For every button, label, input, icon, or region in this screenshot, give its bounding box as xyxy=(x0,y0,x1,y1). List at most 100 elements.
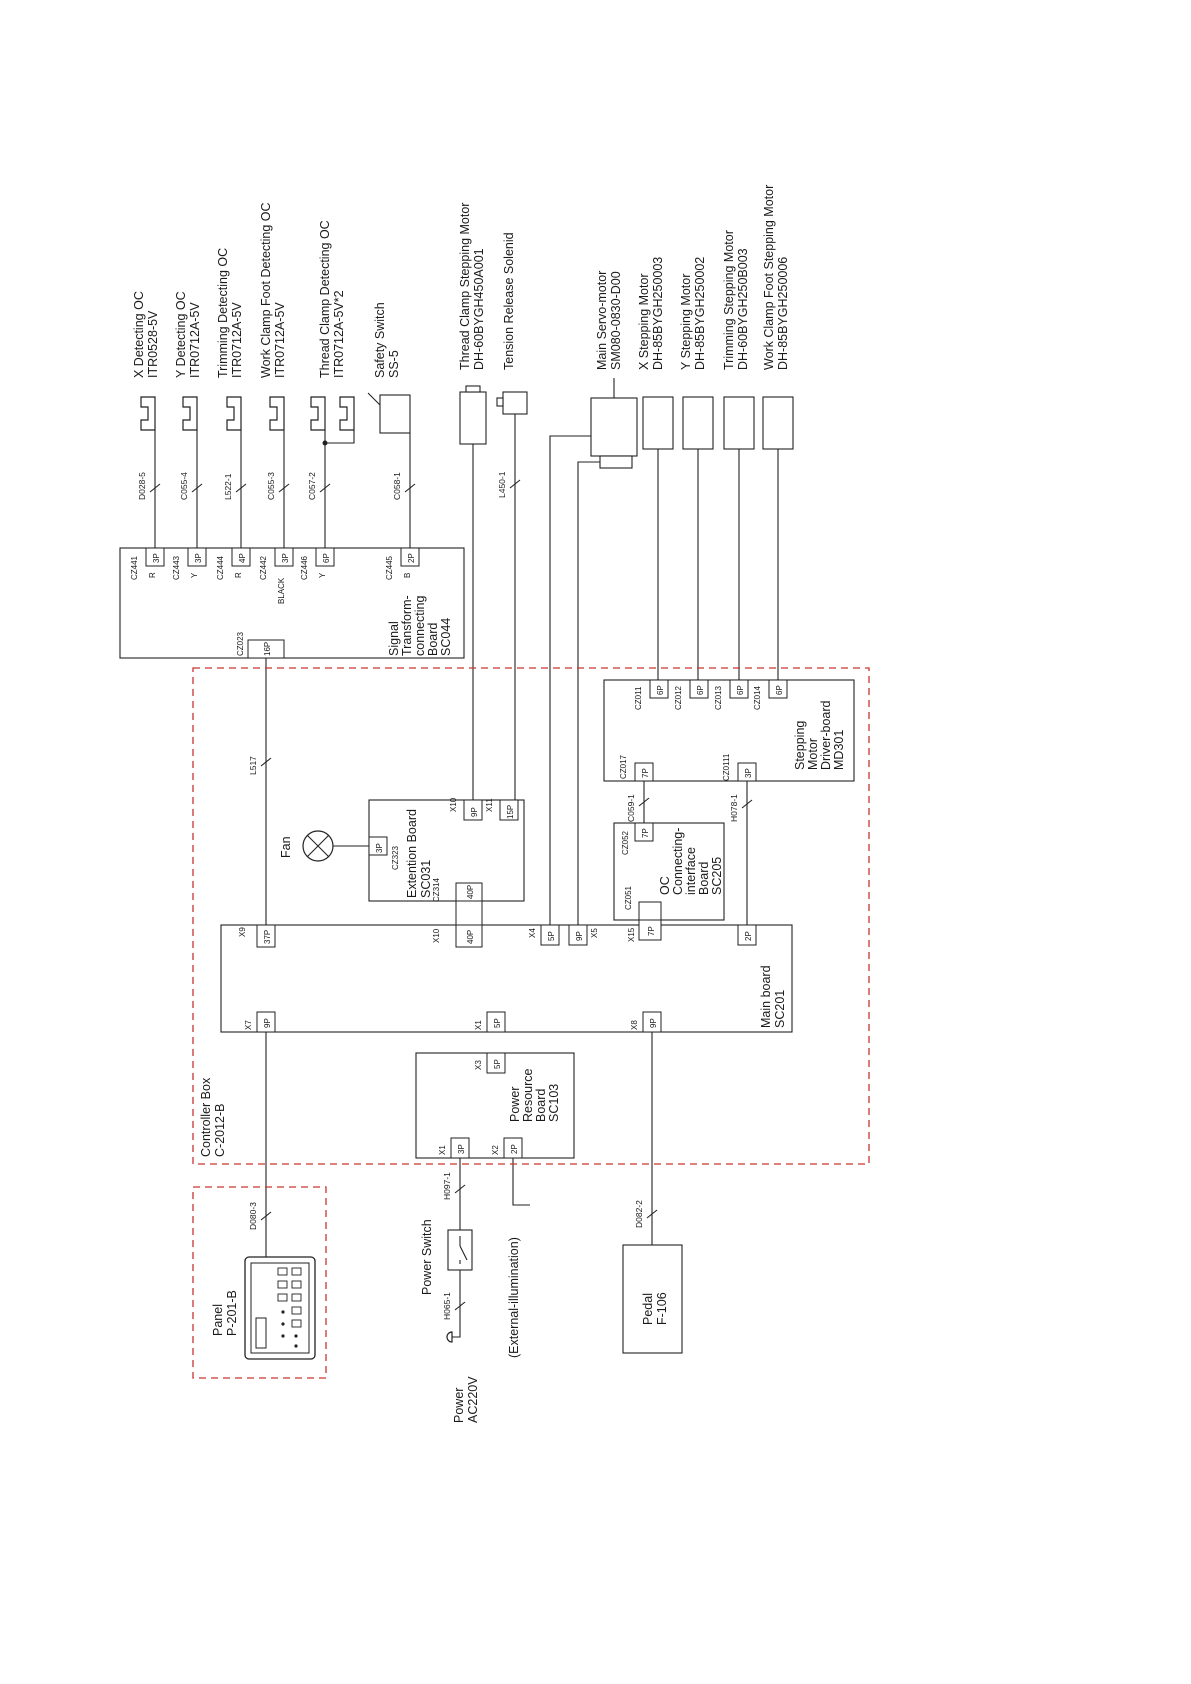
safety-switch-label: Safety SwitchSS-5 xyxy=(373,302,401,378)
ext-x11-pins: 15P xyxy=(506,805,515,819)
cz012-id: CZ012 xyxy=(674,685,683,710)
cable-labels: D028-5 C055-4 L522-1 C055-3 C057-2 C058-… xyxy=(137,471,739,1320)
cable-c055-4: C055-4 xyxy=(179,472,189,500)
power-label: Power AC220V xyxy=(452,1376,480,1423)
trimming-stepping-motor-icon xyxy=(723,396,755,450)
x5-pins: 9P xyxy=(575,931,584,941)
cable-d080: D080-3 xyxy=(248,1202,258,1230)
oc-board: CZ052 7P CZ051 OC Connecting- interface … xyxy=(613,822,725,921)
main-x1-id: X1 xyxy=(474,1020,483,1030)
motors xyxy=(459,378,794,469)
x-detecting-oc-icon xyxy=(140,396,156,431)
cz441-pins: 3P xyxy=(152,553,161,563)
cz443-color: Y xyxy=(190,572,199,578)
main-board: X9 37P X10 40P X4 5P 9P X5 X15 7P 2P X7 … xyxy=(220,900,793,1033)
trimming-detecting-oc-icon xyxy=(226,396,242,431)
power-board: X3 5P X1 3P X2 2P Power Resource Board S… xyxy=(415,1052,575,1159)
cable-c059: C059-1 xyxy=(626,794,636,822)
power-x3-id: X3 xyxy=(474,1060,483,1070)
pedal-label: Pedal F-106 xyxy=(641,1290,669,1325)
cz012-pins: 6P xyxy=(696,685,705,695)
y-detecting-label: Y Detecting OCITR0712A-5V xyxy=(174,291,202,378)
power-board-name: Power Resource Board SC103 xyxy=(508,1065,561,1122)
work-clamp-detecting-oc-icon xyxy=(269,396,285,431)
trimming-stepping-label: Trimming Stepping MotorDH-60BYGH250B003 xyxy=(722,230,750,370)
power-x1-pins: 3P xyxy=(457,1144,466,1154)
x8-id: X8 xyxy=(630,1020,639,1030)
cz314-id: CZ314 xyxy=(432,877,441,902)
cz051-id: CZ051 xyxy=(624,885,633,910)
x8-pins: 9P xyxy=(649,1018,658,1028)
tension-release-label: Tension Release Solenid xyxy=(502,232,516,370)
fan-label: Fan xyxy=(279,836,293,858)
oc-board-name: OC Connecting- interface Board SC205 xyxy=(658,824,724,895)
thread-clamp-oc1-icon xyxy=(310,396,326,431)
power-input: Power Switch Power AC220V (External-illu… xyxy=(420,1219,521,1423)
x15-pins: 7P xyxy=(647,926,656,936)
x10-id: X10 xyxy=(432,928,441,943)
external-illumination-label: (External-illumination) xyxy=(507,1237,521,1358)
cable-l522: L522-1 xyxy=(223,473,233,500)
cz445-pins: 2P xyxy=(407,553,416,563)
signal-board-name: Signal Transform- connecting Board SC044 xyxy=(387,592,453,656)
cz013-pins: 6P xyxy=(736,685,745,695)
panel-icon xyxy=(244,1256,316,1360)
cable-ticks xyxy=(149,479,753,1311)
cz013-id: CZ013 xyxy=(714,685,723,710)
cable-c055-3: C055-3 xyxy=(266,472,276,500)
cable-d082: D082-2 xyxy=(634,1200,644,1228)
cz441-id: CZ441 xyxy=(130,555,139,580)
power-x1-id: X1 xyxy=(438,1145,447,1155)
cz323-pins: 3P xyxy=(375,843,384,853)
cz014-id: CZ014 xyxy=(753,685,762,710)
cz014-pins: 6P xyxy=(775,685,784,695)
pedal: Pedal F-106 xyxy=(622,1244,683,1354)
panel-label: Panel P-201-B xyxy=(211,1290,239,1336)
x4-id: X4 xyxy=(528,928,537,938)
cz023-pins: 16P xyxy=(263,642,272,656)
y-stepping-motor-icon xyxy=(682,396,714,450)
wires xyxy=(154,414,779,1338)
y-stepping-label: Y Stepping MotorDH-85BYGH250002 xyxy=(679,257,707,370)
thread-clamp-detecting-label: Thread Clamp Detecting OCITR0712A-5V*2 xyxy=(318,220,346,378)
signal-board: CZ441 R 3P CZ443 Y 3P CZ444 R 4P CZ442 B… xyxy=(119,547,465,659)
stepping-driver-board: CZ011 6P CZ012 6P CZ013 6P CZ014 6P CZ01… xyxy=(603,679,855,782)
work-clamp-stepping-motor-icon xyxy=(762,396,794,450)
cz442-color: BLACK xyxy=(277,577,286,604)
ext-x10-id: X10 xyxy=(449,797,458,812)
ext-x11-id: X11 xyxy=(485,798,494,812)
cable-h078: H078-1 xyxy=(729,794,739,822)
thread-clamp-motor-icon xyxy=(459,391,487,445)
main-servo-icon xyxy=(590,378,638,469)
main-right-pins: 2P xyxy=(744,931,753,941)
cz0111-id: CZ0111 xyxy=(722,753,731,781)
x4-pins: 5P xyxy=(547,931,556,941)
cz323-id: CZ323 xyxy=(391,845,400,870)
cable-d028: D028-5 xyxy=(137,472,147,500)
x7-id: X7 xyxy=(244,1020,253,1030)
cable-h097: H097-1 xyxy=(442,1172,452,1200)
x-stepping-motor-icon xyxy=(642,396,674,450)
cz314-pins: 40P xyxy=(466,885,475,899)
x9-id: X9 xyxy=(238,927,247,937)
oc-sensors xyxy=(140,392,411,434)
cz444-id: CZ444 xyxy=(216,555,225,580)
thread-clamp-oc2-icon xyxy=(339,396,355,431)
main-servo-label: Main Servo-motorSM080-0830-D00 xyxy=(595,271,623,370)
cz023-id: CZ023 xyxy=(236,631,245,656)
power-x3-pins: 5P xyxy=(493,1059,502,1069)
x15-id: X15 xyxy=(627,927,636,942)
cz017-id: CZ017 xyxy=(619,754,628,779)
stepping-driver-name: Stepping Motor Driver-board MD301 xyxy=(793,697,846,770)
cz444-color: R xyxy=(234,572,243,578)
cz446-id: CZ446 xyxy=(300,555,309,580)
power-switch-label: Power Switch xyxy=(420,1219,434,1295)
fan: Fan xyxy=(279,830,334,862)
extention-board-name: Extention Board SC031 xyxy=(405,806,433,898)
x-stepping-label: X Stepping MotorDH-85BYGH250003 xyxy=(637,257,665,370)
cz442-pins: 3P xyxy=(281,553,290,563)
panel: Panel P-201-B xyxy=(192,1186,327,1379)
cz0111-pins: 3P xyxy=(744,768,753,778)
extention-board: X10 9P X11 15P 3P CZ323 CZ314 40P Extent… xyxy=(368,797,525,902)
thread-clamp-motor-label: Thread Clamp Stepping MotorDH-60BYGH450A… xyxy=(458,203,486,370)
